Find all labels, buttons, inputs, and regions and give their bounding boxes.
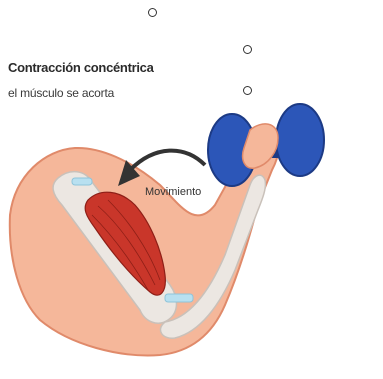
- movement-label: Movimiento: [145, 186, 201, 198]
- movement-arrow: [130, 151, 205, 170]
- dumbbell-weight-right: [276, 104, 324, 176]
- tendon-upper: [72, 178, 92, 185]
- tendon-lower: [165, 294, 193, 302]
